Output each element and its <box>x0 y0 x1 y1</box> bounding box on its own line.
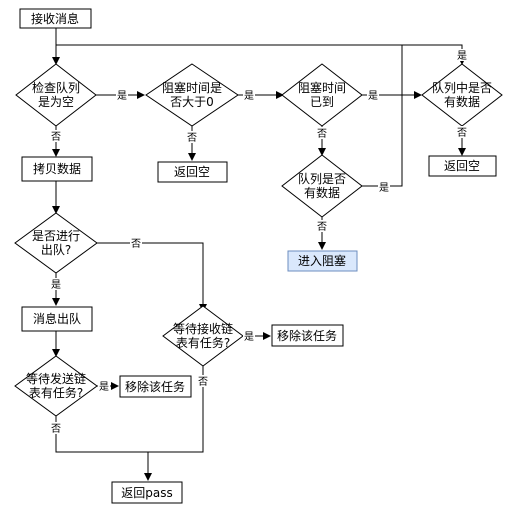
check-queue-empty-label-line2: 是为空 <box>38 95 74 109</box>
label-blockreached-yes: 是 <box>368 90 378 102</box>
check-queue-empty-decision <box>15 63 97 127</box>
label-check-no: 否 <box>51 131 61 143</box>
return-empty-box-2 <box>428 155 497 177</box>
return-empty-label-2: 返回空 <box>444 159 480 173</box>
return-pass-label: 返回pass <box>121 486 172 500</box>
wait-send-list-decision <box>14 355 98 417</box>
wait-receive-list-label-line2: 表有任务? <box>176 335 230 350</box>
remove-task-label-1: 移除该任务 <box>277 328 337 343</box>
block-time-gt0-label-line1: 阻塞时间是 <box>162 80 222 95</box>
label-blockreached-no: 否 <box>317 128 327 140</box>
label-queuedata-no: 否 <box>457 127 467 139</box>
nodes <box>14 8 503 504</box>
remove-task-box-1 <box>271 324 344 347</box>
label-check-yes: 是 <box>117 90 127 102</box>
queue-has-data-label-line1: 队列中是否 <box>432 80 492 95</box>
label-dequeue-yes: 是 <box>51 279 61 291</box>
wait-receive-list-decision <box>162 305 244 367</box>
enter-block-label: 进入阻塞 <box>298 253 346 268</box>
label-blockgt0-yes: 是 <box>244 90 254 102</box>
enter-block-box <box>287 250 358 272</box>
wait-send-list-label-line2: 表有任务? <box>29 385 83 400</box>
edge-labels: 是 是 是 是 否 否 否 是 否 否 否 是 是 否 是 否 <box>50 49 468 435</box>
receive-message-box <box>19 8 92 29</box>
label-waitsend-yes: 是 <box>99 381 109 393</box>
dequeue-question-decision <box>14 212 98 274</box>
remove-task-label-2: 移除该任务 <box>125 379 185 394</box>
node-labels: 接收消息 检查队列 是为空 阻塞时间是 否大于0 阻塞时间 已到 队列中是否 有… <box>26 11 492 500</box>
queue-has-data-2-decision <box>281 154 363 218</box>
receive-message-label: 接收消息 <box>31 11 79 26</box>
wait-receive-list-label-line1: 等待接收链 <box>173 321 233 336</box>
copy-data-label: 拷贝数据 <box>33 161 81 176</box>
check-queue-empty-label-line1: 检查队列 <box>32 80 80 95</box>
edge-top-loop <box>56 44 466 65</box>
message-dequeue-box <box>21 306 93 332</box>
edge-dequeue-no <box>97 242 207 312</box>
remove-task-box-2 <box>119 375 192 398</box>
block-time-reached-label-line2: 已到 <box>310 95 334 109</box>
label-dequeue-no: 否 <box>131 238 141 250</box>
return-empty-label-1: 返回空 <box>174 165 210 179</box>
queue-has-data-2-label-line2: 有数据 <box>304 185 340 200</box>
return-empty-box-1 <box>157 161 228 183</box>
dequeue-question-label-line1: 是否进行 <box>32 229 80 243</box>
label-waitsend-no: 否 <box>51 423 61 435</box>
label-toploop-yes: 是 <box>457 50 467 62</box>
edge-waitrecv-no <box>148 366 204 453</box>
label-waitrecv-yes: 是 <box>244 331 254 343</box>
block-time-reached-decision <box>281 63 363 127</box>
label-queuedata2-no: 否 <box>317 221 327 233</box>
dequeue-question-label-line2: 出队? <box>41 242 71 257</box>
copy-data-box <box>21 156 93 182</box>
label-waitrecv-no: 否 <box>198 376 208 388</box>
block-time-reached-label-line1: 阻塞时间 <box>298 80 346 95</box>
queue-has-data-label-line2: 有数据 <box>444 94 480 109</box>
wait-send-list-label-line1: 等待发送链 <box>26 371 86 386</box>
label-blockgt0-no: 否 <box>187 132 197 144</box>
queue-has-data-2-label-line1: 队列是否 <box>298 171 346 186</box>
label-queuedata2-yes: 是 <box>379 182 389 194</box>
block-time-gt0-label-line2: 否大于0 <box>170 95 214 109</box>
return-pass-box <box>111 481 183 504</box>
edge-queuedata2-yes <box>362 45 403 187</box>
message-dequeue-label: 消息出队 <box>33 311 81 326</box>
edge-waitsend-no <box>55 416 152 481</box>
block-time-gt0-decision <box>145 63 239 127</box>
